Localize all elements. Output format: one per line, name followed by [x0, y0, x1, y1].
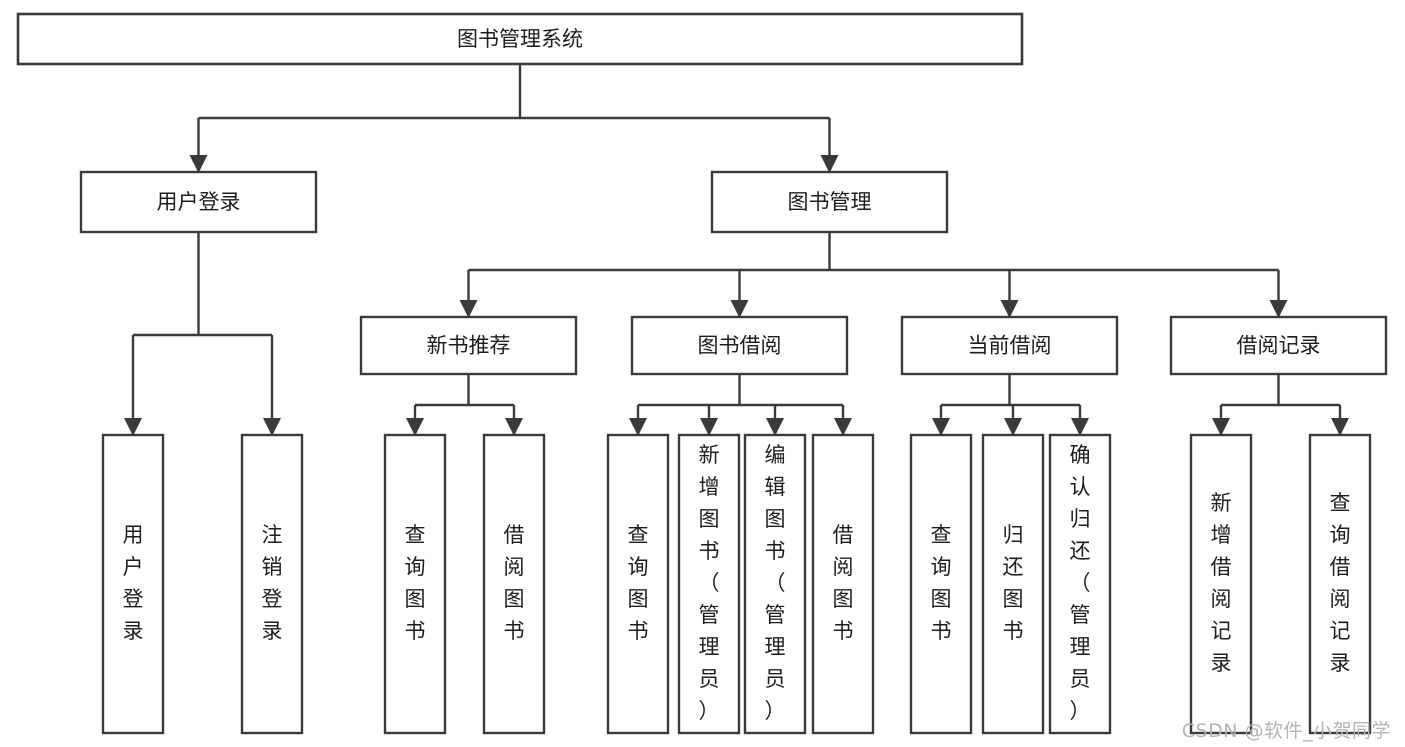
node-box-leaf3[interactable]	[383, 433, 447, 735]
connector-layer	[124, 64, 1349, 436]
node-leaf10[interactable]: 归还图书	[981, 433, 1045, 735]
node-box-leaf10[interactable]	[981, 433, 1045, 735]
node-leaf4[interactable]: 借阅图书	[482, 433, 546, 735]
arrow-head-bookmgmt	[820, 155, 839, 173]
node-leaf6[interactable]: 新增图书（管理员）	[677, 433, 741, 735]
node-current[interactable]: 当前借阅	[900, 315, 1119, 376]
node-box-leaf11[interactable]	[1048, 433, 1112, 735]
node-leaf11[interactable]: 确认归还（管理员）	[1048, 433, 1112, 735]
arrow-head-leaf10	[1004, 418, 1022, 436]
node-box-leaf13[interactable]	[1308, 433, 1372, 735]
node-leaf13[interactable]: 查询借阅记录	[1308, 433, 1372, 735]
arrow-head-leaf2	[263, 418, 281, 436]
node-label-leaf5: 查询图书	[628, 523, 649, 643]
node-box-root[interactable]	[16, 12, 1024, 66]
arrow-head-records	[1269, 300, 1288, 318]
node-root[interactable]: 图书管理系统	[16, 12, 1024, 66]
node-label-leaf1: 用户登录	[123, 523, 144, 643]
node-label-leaf8: 借阅图书	[833, 523, 854, 643]
node-box-records[interactable]	[1169, 315, 1388, 376]
node-label-leaf9: 查询图书	[931, 523, 952, 643]
node-label-leaf12: 新增借阅记录	[1211, 491, 1232, 675]
node-leaf1[interactable]: 用户登录	[101, 433, 165, 735]
node-newbook[interactable]: 新书推荐	[359, 315, 578, 376]
arrow-head-newbook	[459, 300, 478, 318]
node-label-leaf10: 归还图书	[1003, 523, 1024, 643]
node-box-leaf12[interactable]	[1189, 433, 1253, 735]
arrow-head-leaf13	[1331, 418, 1349, 436]
arrow-head-leaf4	[505, 418, 523, 436]
arrow-head-leaf3	[406, 418, 424, 436]
node-leaf9[interactable]: 查询图书	[909, 433, 973, 735]
node-box-login[interactable]	[79, 170, 318, 234]
node-layer: 图书管理系统用户登录图书管理新书推荐图书借阅当前借阅借阅记录用户登录注销登录查询…	[16, 12, 1388, 735]
node-box-leaf2[interactable]	[240, 433, 304, 735]
node-label-leaf4: 借阅图书	[504, 523, 525, 643]
node-label-bookmgmt: 图书管理	[788, 190, 872, 214]
node-label-leaf6: 新增图书（管理员）	[699, 443, 720, 723]
arrow-head-leaf12	[1212, 418, 1230, 436]
arrow-head-leaf6	[700, 418, 718, 436]
node-borrow[interactable]: 图书借阅	[630, 315, 849, 376]
csdn-watermark: CSDN @软件_小贺同学	[1181, 720, 1391, 742]
node-label-leaf13: 查询借阅记录	[1330, 491, 1351, 675]
node-label-records: 借阅记录	[1237, 334, 1321, 358]
node-leaf5[interactable]: 查询图书	[606, 433, 670, 735]
arrow-head-leaf11	[1071, 418, 1089, 436]
node-leaf12[interactable]: 新增借阅记录	[1189, 433, 1253, 735]
arrow-head-login	[189, 155, 208, 173]
node-label-login: 用户登录	[157, 190, 241, 214]
arrow-head-current	[1000, 300, 1019, 318]
node-label-root: 图书管理系统	[457, 27, 583, 51]
node-box-bookmgmt[interactable]	[710, 170, 949, 234]
arrow-head-leaf1	[124, 418, 142, 436]
arrow-head-leaf5	[629, 418, 647, 436]
node-box-leaf5[interactable]	[606, 433, 670, 735]
node-box-leaf4[interactable]	[482, 433, 546, 735]
node-label-current: 当前借阅	[968, 334, 1052, 358]
node-leaf3[interactable]: 查询图书	[383, 433, 447, 735]
node-box-leaf7[interactable]	[743, 433, 807, 735]
arrow-head-leaf7	[766, 418, 784, 436]
node-login[interactable]: 用户登录	[79, 170, 318, 234]
node-label-leaf7: 编辑图书（管理员）	[765, 443, 786, 723]
node-label-newbook: 新书推荐	[427, 334, 511, 358]
arrow-head-leaf9	[932, 418, 950, 436]
node-box-leaf9[interactable]	[909, 433, 973, 735]
node-leaf7[interactable]: 编辑图书（管理员）	[743, 433, 807, 735]
node-bookmgmt[interactable]: 图书管理	[710, 170, 949, 234]
node-box-leaf1[interactable]	[101, 433, 165, 735]
node-leaf8[interactable]: 借阅图书	[811, 433, 875, 735]
node-records[interactable]: 借阅记录	[1169, 315, 1388, 376]
node-box-leaf6[interactable]	[677, 433, 741, 735]
node-label-leaf11: 确认归还（管理员）	[1070, 443, 1091, 723]
node-box-borrow[interactable]	[630, 315, 849, 376]
node-label-borrow: 图书借阅	[698, 334, 782, 358]
node-leaf2[interactable]: 注销登录	[240, 433, 304, 735]
node-box-newbook[interactable]	[359, 315, 578, 376]
node-label-leaf3: 查询图书	[405, 523, 426, 643]
node-box-current[interactable]	[900, 315, 1119, 376]
arrow-head-leaf8	[834, 418, 852, 436]
node-box-leaf8[interactable]	[811, 433, 875, 735]
arrow-head-borrow	[730, 300, 749, 318]
node-label-leaf2: 注销登录	[262, 523, 283, 643]
